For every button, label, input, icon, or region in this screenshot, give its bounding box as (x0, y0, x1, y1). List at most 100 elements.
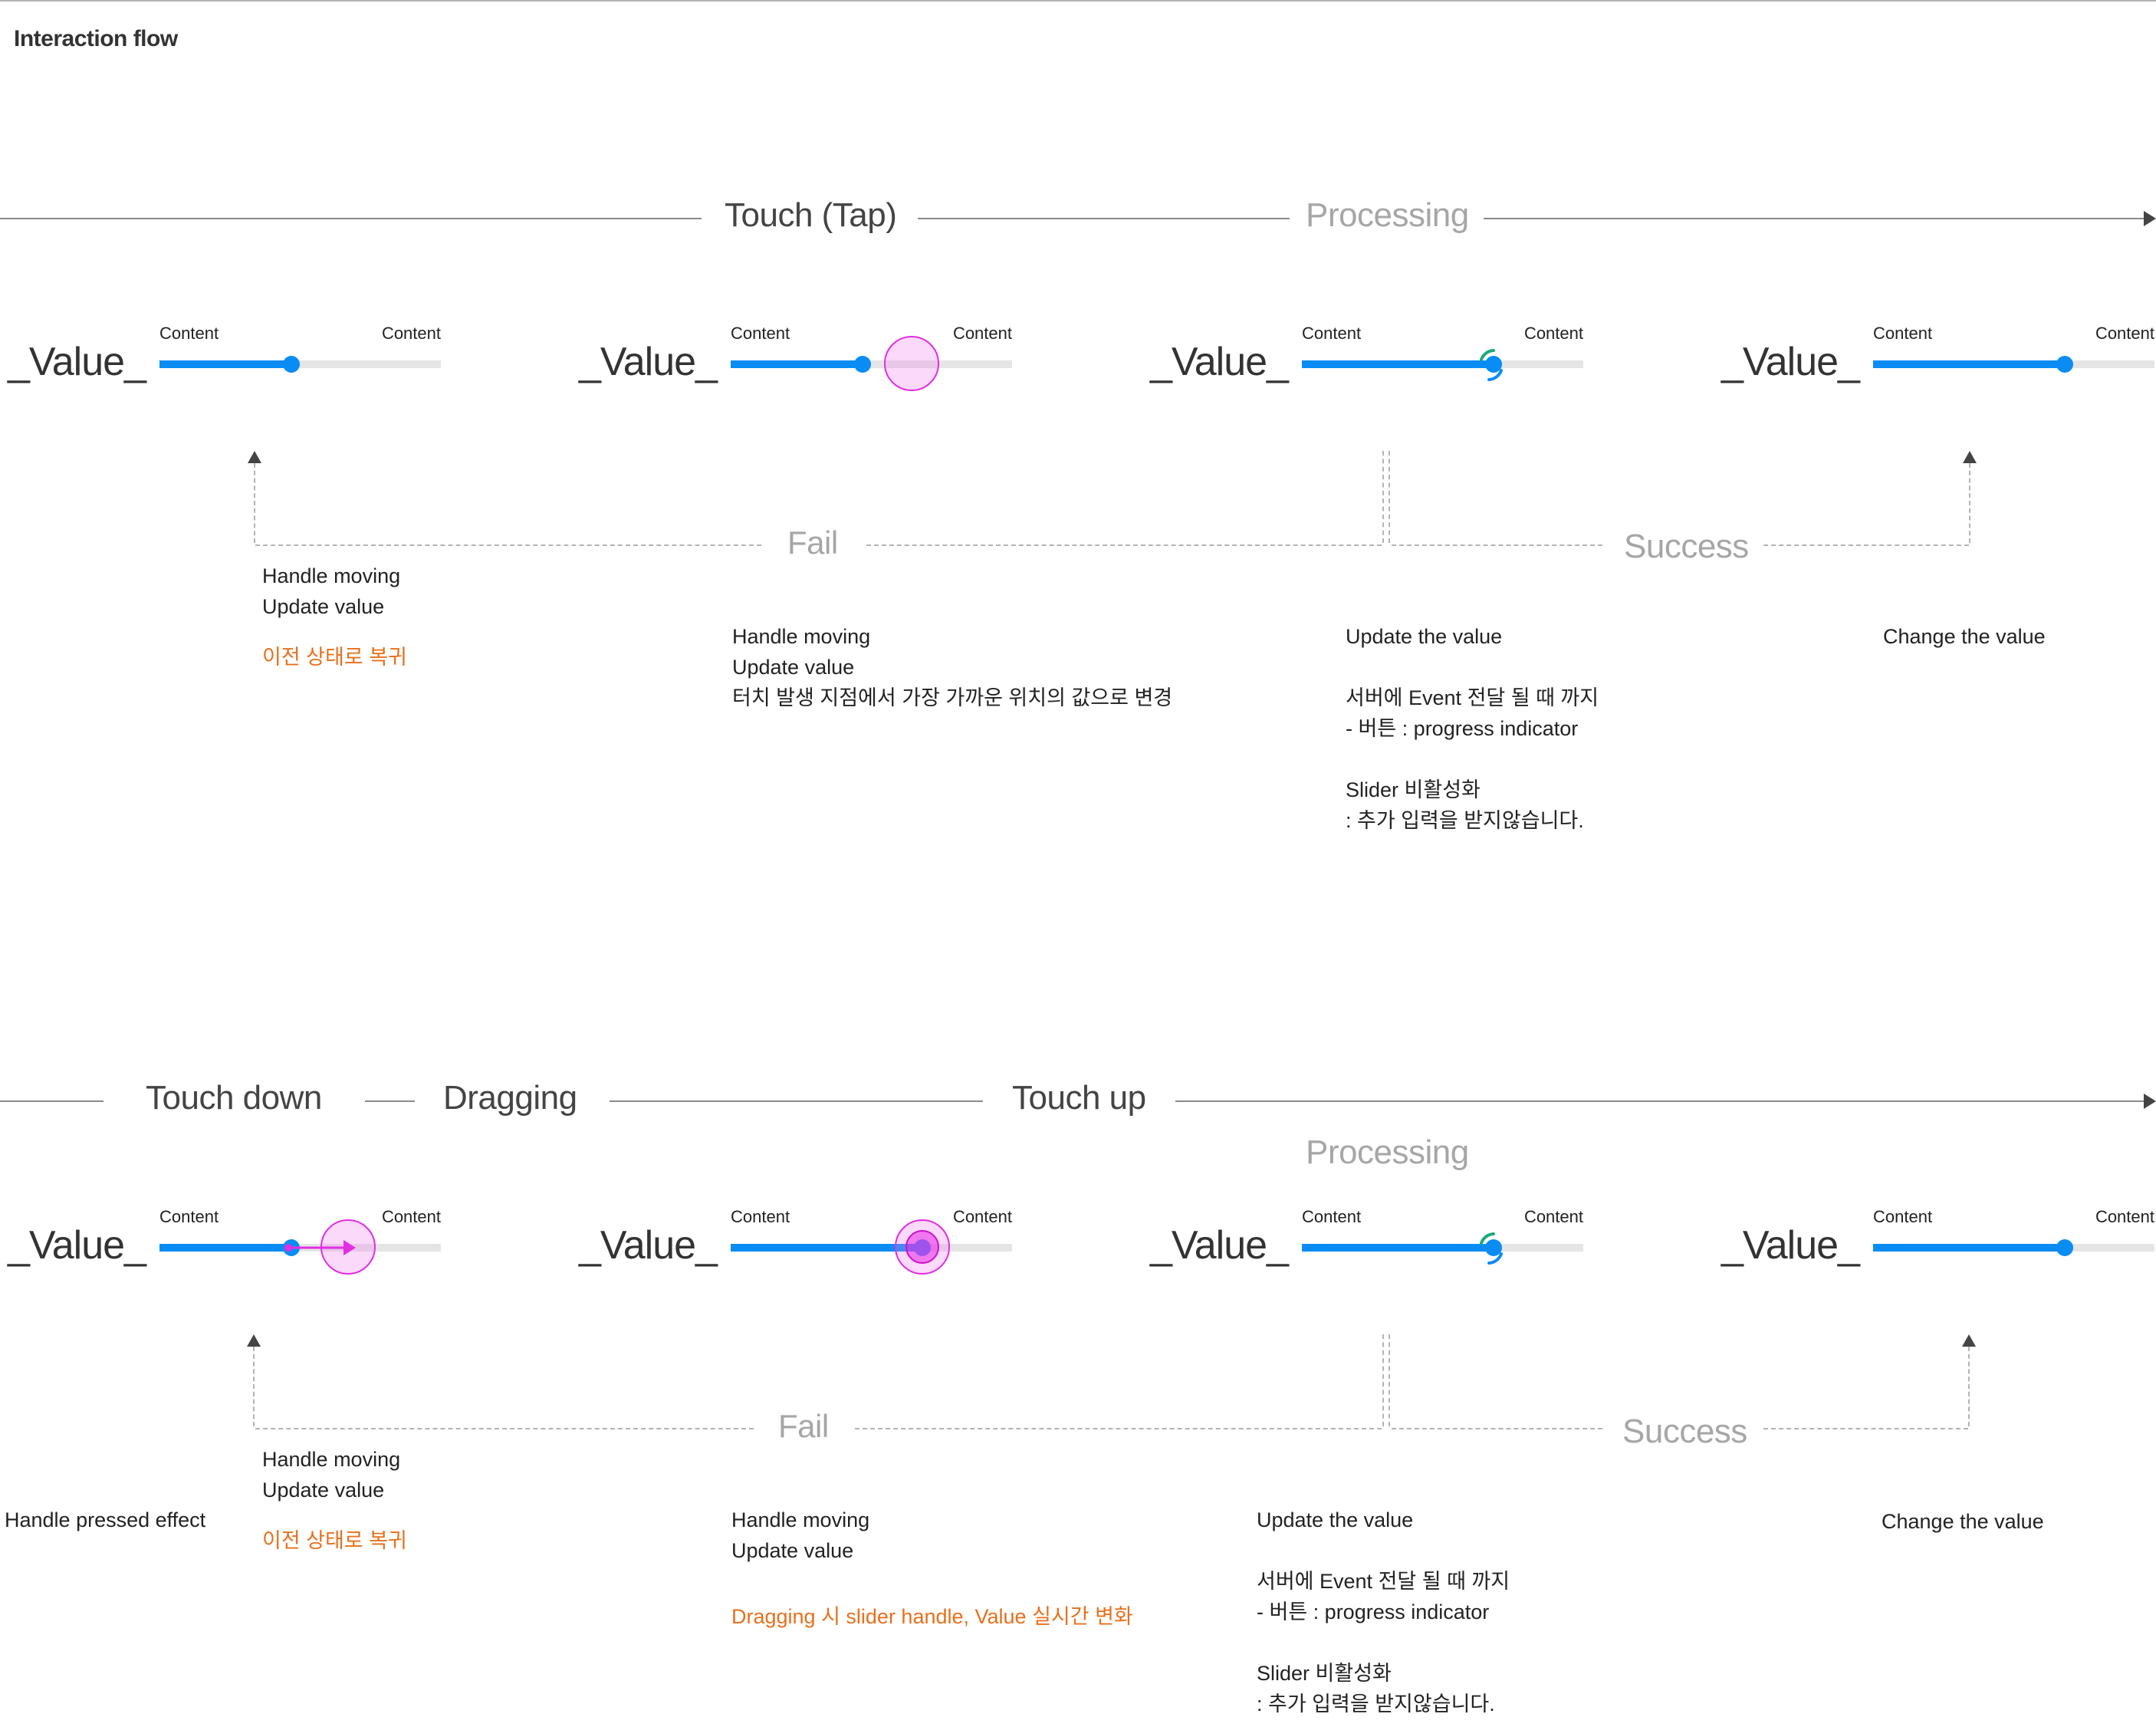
slider-min-label: Content (159, 324, 219, 343)
fail-connector (855, 1428, 1382, 1429)
slider-max-label: Content (381, 1207, 441, 1226)
success-arrow-icon (1962, 1334, 1976, 1347)
note-line: - 버튼 : progress indicator (1257, 1600, 1490, 1623)
note-line: : 추가 입력을 받지않습니다. (1257, 1692, 1495, 1715)
note-highlight: 이전 상태로 복귀 (262, 1529, 407, 1552)
fail-connector (866, 544, 1382, 546)
slider-fill (1302, 360, 1494, 368)
note-processing: Update the value 서버에 Event 전달 될 때 까지 - 버… (1257, 1505, 1510, 1719)
phase-processing: Processing (1306, 196, 1469, 234)
slider-min-label: Content (731, 1207, 790, 1226)
fail-connector (255, 1428, 754, 1429)
note-fail-result: Handle moving Update value 이전 상태로 복귀 (262, 1444, 407, 1556)
note-line: 서버에 Event 전달 될 때 까지 (1257, 1570, 1510, 1593)
slider-fill (731, 360, 863, 368)
fail-return-arrow-icon (248, 451, 261, 463)
slider-track[interactable] (731, 336, 1012, 391)
timeline-segment (365, 1100, 415, 1102)
slider-state-dragging[interactable]: _Value_ Content Content (579, 1207, 1016, 1284)
note-line: Update the value (1257, 1508, 1414, 1531)
value-label: _Value_ (8, 1223, 146, 1268)
note-line: Change the value (1882, 1510, 2044, 1533)
note-line: Handle pressed effect (5, 1508, 206, 1531)
fail-return-arrow-icon (247, 1334, 261, 1347)
slider-fill (1302, 1244, 1494, 1252)
timeline-segment (0, 218, 702, 219)
success-arrow-icon (1963, 451, 1977, 463)
fail-connector-vertical (254, 463, 255, 543)
slider-handle[interactable] (2056, 1239, 2073, 1256)
slider-track[interactable] (159, 1219, 441, 1275)
note-line: Slider 비활성화 (1346, 778, 1481, 801)
slider-state-tap[interactable]: _Value_ Content Content (579, 324, 1016, 400)
note-processing: Update the value 서버에 Event 전달 될 때 까지 - 버… (1346, 621, 1599, 836)
note-line: Change the value (1883, 625, 2046, 648)
slider-handle[interactable] (2056, 356, 2073, 373)
slider-state-processing: _Value_ Content Content (1150, 1207, 1587, 1284)
note-line: - 버튼 : progress indicator (1346, 717, 1579, 740)
drag-direction-arrow-icon (284, 1240, 356, 1255)
slider-track[interactable] (1873, 356, 2154, 373)
timeline-segment (0, 1100, 104, 1102)
branch-success: Success (1622, 1413, 1747, 1450)
branch-success: Success (1624, 528, 1749, 565)
slider-state-idle[interactable]: _Value_ Content Content (8, 324, 445, 400)
phase-processing: Processing (1306, 1133, 1469, 1171)
slider-state-processing: _Value_ Content Content (1150, 324, 1587, 400)
slider-state-updated[interactable]: _Value_ Content Content (1721, 1207, 2156, 1284)
branch-fail: Fail (778, 1408, 829, 1444)
slider-min-label: Content (1302, 324, 1362, 343)
slider-handle (1485, 1239, 1502, 1256)
note-success: Change the value (1882, 1506, 2044, 1537)
slider-min-label: Content (1873, 1207, 1933, 1226)
value-label: _Value_ (8, 340, 146, 384)
slider-track[interactable] (1873, 1239, 2154, 1256)
note-tap: Handle moving Update value 터치 발생 지점에서 가장… (732, 621, 1172, 713)
note-dragging: Handle moving Update value Dragging 시 sl… (731, 1505, 1133, 1632)
value-label: _Value_ (1150, 1223, 1289, 1268)
branch-split-vertical (1389, 451, 1390, 543)
note-line: 서버에 Event 전달 될 때 까지 (1346, 686, 1599, 709)
note-line: Update value (262, 1479, 385, 1502)
timeline-arrow-icon (2144, 1094, 2156, 1109)
note-line: 터치 발생 지점에서 가장 가까운 위치의 값으로 변경 (732, 686, 1173, 709)
note-line: Handle moving (731, 1508, 870, 1531)
timeline-segment (918, 218, 1290, 219)
branch-split-vertical (1382, 451, 1384, 543)
value-label: _Value_ (1721, 340, 1860, 384)
note-line: Handle moving (732, 625, 871, 648)
slider-track (1302, 1232, 1583, 1265)
touch-point-indicator (895, 1219, 950, 1275)
slider-min-label: Content (1873, 324, 1933, 343)
page-title: Interaction flow (14, 26, 178, 51)
success-connector-vertical (1969, 463, 1970, 543)
slider-max-label: Content (952, 324, 1012, 343)
note-line: Update value (732, 656, 855, 679)
slider-track[interactable] (731, 1219, 1012, 1275)
branch-fail: Fail (787, 525, 838, 561)
slider-max-label: Content (381, 324, 441, 343)
slider-min-label: Content (731, 324, 790, 343)
success-connector (1763, 544, 1969, 546)
slider-min-label: Content (159, 1207, 219, 1226)
success-connector (1763, 1428, 1968, 1429)
note-line: Handle moving (262, 1448, 401, 1471)
top-border (0, 0, 2156, 2)
timeline-segment (1484, 218, 2144, 219)
slider-max-label: Content (952, 1207, 1012, 1226)
branch-split-vertical (1382, 1334, 1384, 1426)
slider-handle[interactable] (854, 356, 871, 373)
slider-fill (159, 360, 291, 368)
slider-track[interactable] (159, 356, 441, 373)
slider-handle[interactable] (283, 356, 300, 373)
slider-state-updated[interactable]: _Value_ Content Content (1721, 324, 2156, 400)
slider-max-label: Content (1523, 324, 1583, 343)
fail-connector-vertical (253, 1347, 255, 1426)
branch-split-vertical (1389, 1334, 1390, 1426)
success-connector (1392, 1428, 1602, 1429)
note-line: Slider 비활성화 (1257, 1662, 1392, 1685)
slider-state-touch-down[interactable]: _Value_ Content Content (8, 1207, 445, 1284)
value-label: _Value_ (1721, 1223, 1860, 1268)
phase-touch-tap: Touch (Tap) (725, 196, 897, 234)
touch-point-indicator (884, 336, 939, 391)
